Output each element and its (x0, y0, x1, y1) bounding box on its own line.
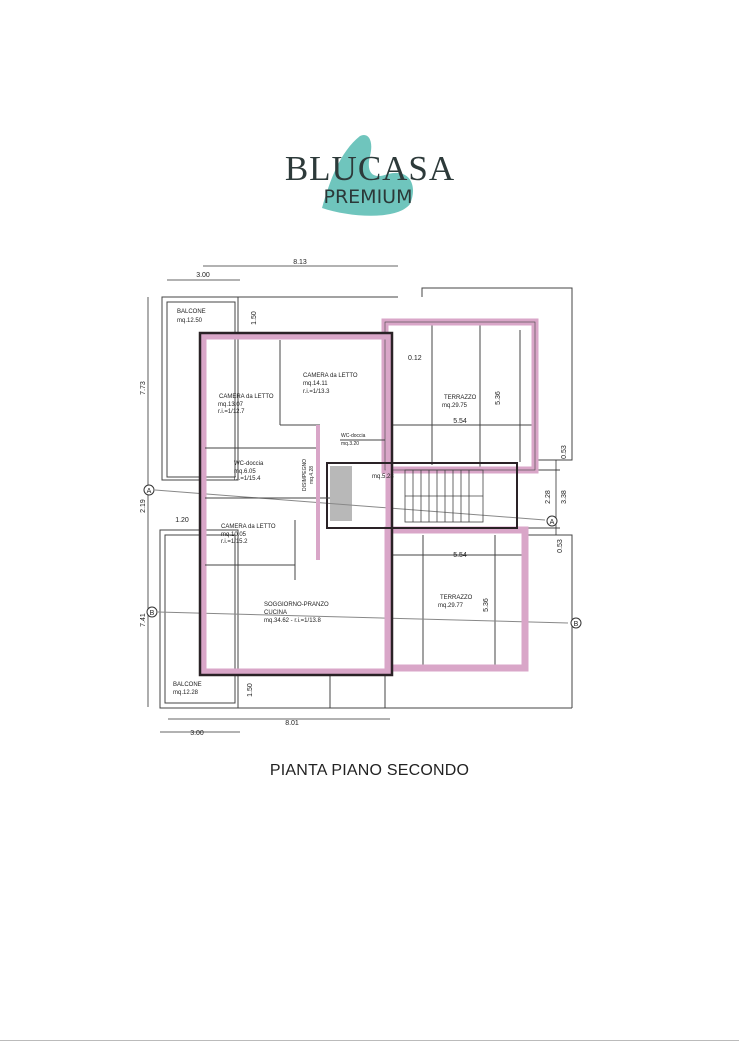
svg-text:TERRAZZO: TERRAZZO (444, 395, 477, 401)
axis-markers: A A B B (143, 484, 582, 629)
shaft-hatch (330, 466, 352, 521)
dim-left-d: 1.20 (175, 517, 189, 524)
dim-bal-top: 1.50 (251, 311, 258, 325)
dim-right-b: 2.28 (545, 490, 552, 504)
svg-text:r.i.=1/12.7: r.i.=1/12.7 (218, 409, 245, 415)
dim-left-a: 7.73 (140, 381, 147, 395)
svg-text:mq.34.62 - r.i.=1/13.8: mq.34.62 - r.i.=1/13.8 (264, 618, 322, 624)
room-balcone-top: BALCONE mq.12.50 (177, 309, 206, 324)
axis-a-right: A (550, 519, 555, 526)
room-camera-1: CAMERA da LETTO mq.13.07r.i.=1/12.7 (218, 394, 274, 415)
room-landing: mq.5.28 (372, 474, 394, 480)
axis-b-right: B (574, 621, 579, 628)
logo-sub-text: PREMIUM (324, 186, 413, 208)
dim-right-d: 0.53 (557, 539, 564, 553)
svg-text:WC-doccia: WC-doccia (341, 433, 366, 439)
logo-leaf-shape (322, 134, 414, 216)
axis-a-left: A (147, 488, 152, 495)
svg-text:mq.12.50: mq.12.50 (177, 318, 203, 324)
room-balcone-bottom: BALCONE mq.12.28 (173, 682, 202, 696)
page-bottom-line (0, 1040, 739, 1041)
room-camera-2: CAMERA da LETTO mq.14.11 r.i.=1/13.3 (303, 373, 358, 395)
dim-right-a: 0.53 (561, 445, 568, 459)
dim-bot-b: 8.01 (285, 720, 299, 727)
dim-bal-bot: 1.50 (247, 683, 254, 697)
svg-text:mq.14.11: mq.14.11 (303, 381, 328, 387)
logo-brand-text: BLUCASA (285, 149, 455, 188)
room-wc-2: WC-doccia mq.6.05r.i.=1/15.4 (234, 461, 264, 482)
plan-title: PIANTA PIANO SECONDO (269, 762, 470, 779)
svg-text:mq.12.28: mq.12.28 (173, 690, 199, 696)
svg-text:mq.13.07: mq.13.07 (218, 402, 244, 408)
dim-top-b: 8.13 (293, 259, 307, 266)
dim-ter-top-w: 5.54 (453, 418, 467, 425)
svg-text:BALCONE: BALCONE (173, 682, 202, 688)
dim-right-c: 3.38 (561, 490, 568, 504)
dim-bot-a: 3.00 (190, 730, 204, 737)
dim-left-b: 2.19 (140, 499, 147, 513)
dim-ter-top-h: 5.36 (495, 391, 502, 405)
dim-ter-bot-w: 5.54 (453, 552, 467, 559)
outer-lines (154, 287, 573, 709)
room-camera-3: CAMERA da LETTO mq.10.05r.i.=1/15.2 (221, 524, 276, 545)
dim-ter-bot-h: 5.36 (483, 598, 490, 612)
blucasa-premium-logo: BLUCASA PREMIUM (285, 134, 455, 216)
dim-top-a: 3.00 (196, 272, 210, 279)
room-terrazzo-bottom: TERRAZZO mq.29.77 (438, 595, 473, 609)
svg-text:TERRAZZO: TERRAZZO (440, 595, 473, 601)
svg-text:DISIMPEGNO: DISIMPEGNO (302, 459, 308, 491)
dim-012: 0.12 (408, 355, 422, 362)
svg-text:r.i.=1/13.3: r.i.=1/13.3 (303, 389, 330, 395)
room-terrazzo-top: TERRAZZO mq.29.75 (442, 395, 477, 409)
svg-text:r.i.=1/15.2: r.i.=1/15.2 (221, 539, 248, 545)
svg-text:mq.29.75: mq.29.75 (442, 403, 468, 409)
svg-text:BALCONE: BALCONE (177, 309, 206, 315)
svg-text:CAMERA da LETTO: CAMERA da LETTO (219, 394, 274, 400)
svg-text:CUCINA: CUCINA (264, 610, 287, 616)
svg-text:r.i.=1/15.4: r.i.=1/15.4 (234, 476, 261, 482)
svg-text:mq.29.77: mq.29.77 (438, 603, 464, 609)
axis-b-left: B (150, 610, 155, 617)
staircase (404, 469, 484, 523)
svg-text:CAMERA da LETTO: CAMERA da LETTO (221, 524, 276, 530)
room-wc-1: WC-doccia mq.3.20 (341, 433, 366, 447)
dim-left-c: 7.41 (140, 613, 147, 627)
walls (198, 318, 539, 677)
svg-text:WC-doccia: WC-doccia (234, 461, 264, 467)
svg-text:mq.6.05: mq.6.05 (234, 469, 256, 475)
svg-text:CAMERA da LETTO: CAMERA da LETTO (303, 373, 358, 379)
svg-text:mq.10.05: mq.10.05 (221, 532, 247, 538)
room-soggiorno: SOGGIORNO-PRANZO CUCINA mq.34.62 - r.i.=1/… (264, 602, 329, 624)
svg-text:SOGGIORNO-PRANZO: SOGGIORNO-PRANZO (264, 602, 329, 608)
svg-text:mq.4.28: mq.4.28 (309, 466, 315, 484)
svg-text:mq.5.28: mq.5.28 (372, 474, 394, 480)
svg-text:mq.3.20: mq.3.20 (341, 441, 359, 447)
